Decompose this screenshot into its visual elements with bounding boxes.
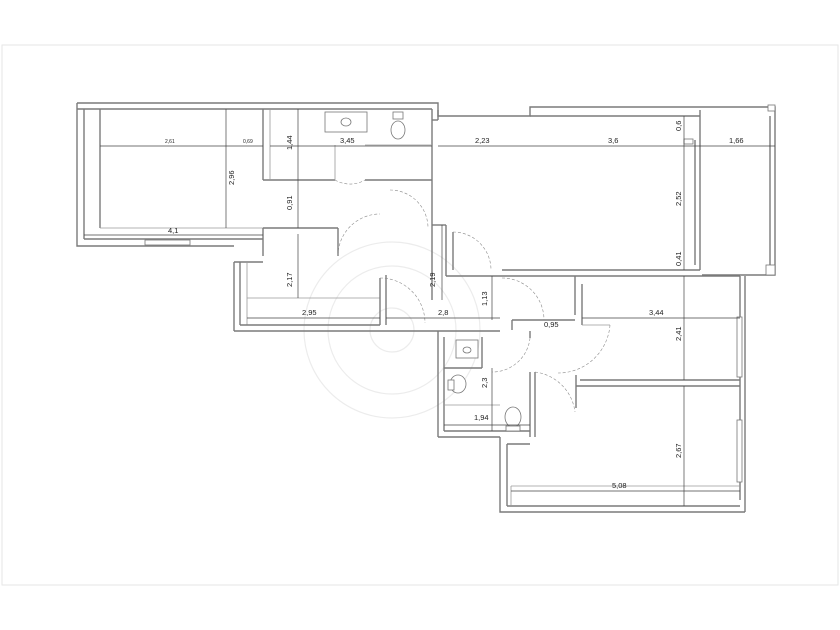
dimension-lines	[84, 109, 775, 506]
watermark-logo	[303, 241, 481, 419]
door-swings	[334, 179, 611, 413]
dimension-label: 2,3	[480, 378, 489, 388]
dimension-label: 2,95	[302, 308, 317, 317]
dimension-label: 2,96	[227, 170, 236, 185]
dimension-label: 2,19	[428, 272, 437, 287]
dimension-label: 0,95	[544, 320, 559, 329]
dimension-label: 2,61	[165, 139, 175, 145]
dimension-label: 2,8	[438, 308, 448, 317]
dimension-label: 3,45	[340, 136, 355, 145]
dimension-label: 0,6	[674, 121, 683, 131]
toilet-icon	[504, 406, 522, 428]
dimension-label: 3,44	[649, 308, 664, 317]
fixtures	[324, 111, 522, 432]
dimension-label: 1,13	[480, 291, 489, 306]
dimension-label: 3,6	[608, 136, 618, 145]
dimension-label: 2,52	[674, 191, 683, 206]
dimension-label: 4,1	[168, 226, 178, 235]
dimension-label: 0,91	[285, 195, 294, 210]
dimension-label: 2,67	[674, 443, 683, 458]
walls	[76, 102, 776, 513]
page-frame	[1, 44, 839, 586]
dimension-label: 0,69	[243, 139, 253, 145]
toilet-icon	[390, 120, 406, 140]
dimension-label: 1,66	[729, 136, 744, 145]
dimension-label: 2,17	[285, 272, 294, 287]
dimension-label: 0,41	[674, 251, 683, 266]
dimension-labels: 2,61 0,69 1,44 3,45 2,96 4,1 0,91 2,23 3…	[165, 121, 744, 490]
dimension-label: 1,44	[285, 135, 294, 150]
dimension-label: 5,08	[612, 481, 627, 490]
dimension-label: 2,23	[475, 136, 490, 145]
dimension-label: 2,41	[674, 326, 683, 341]
toilet-tank-icon	[392, 111, 404, 120]
dimension-label: 1,94	[474, 413, 489, 422]
